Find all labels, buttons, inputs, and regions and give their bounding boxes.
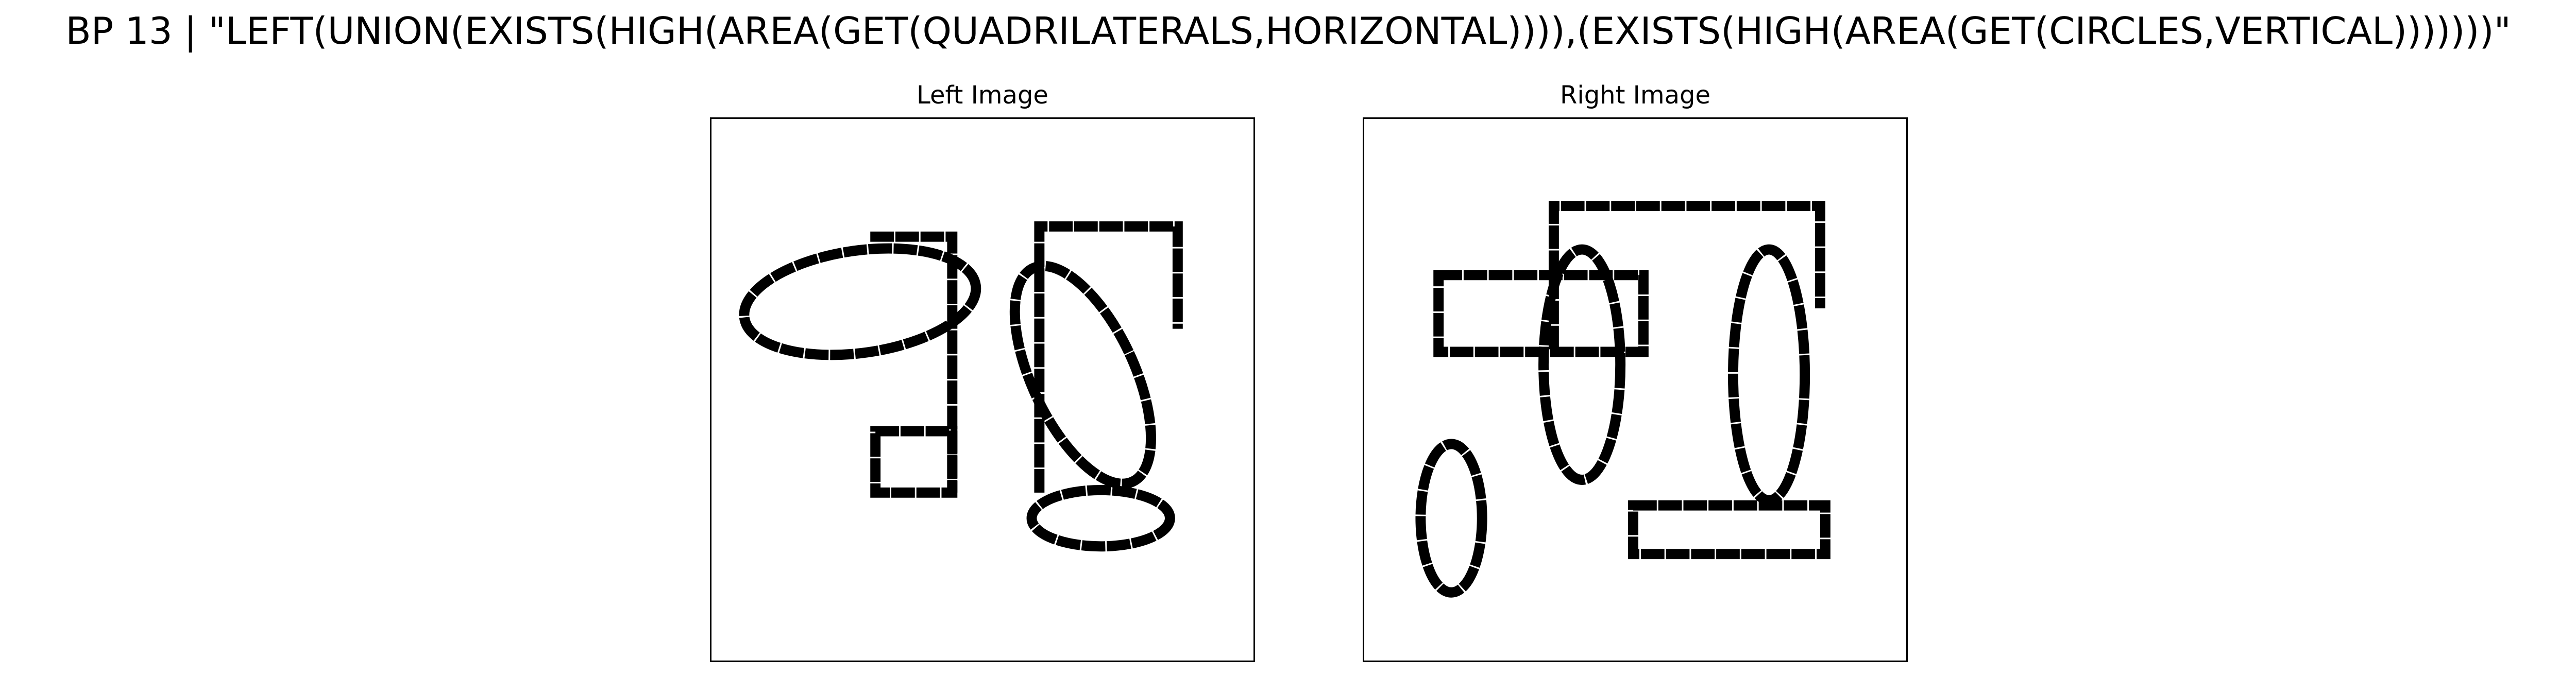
right-small-vertical-ellipse — [1415, 439, 1487, 598]
right-bottom-rectangle — [1628, 500, 1831, 560]
right-tall-vertical-ellipse — [1727, 244, 1810, 506]
left-image-panel — [710, 117, 1255, 662]
right-image-panel — [1363, 117, 1908, 662]
left-small-quadrilateral — [870, 426, 958, 498]
left-panel-title: Left Image — [917, 81, 1048, 110]
left-tilted-ellipse — [1009, 261, 1156, 489]
right-panel-title: Right Image — [1560, 81, 1710, 110]
left-bottom-ellipse — [1026, 484, 1175, 552]
right-center-vertical-ellipse — [1538, 244, 1626, 485]
figure-title: BP 13 | "LEFT(UNION(EXISTS(HIGH(AREA(GET… — [65, 9, 2511, 53]
left-horizontal-ellipse — [739, 243, 981, 360]
left-bracket-shape — [1034, 221, 1183, 493]
left-image-drawing — [739, 221, 1183, 552]
right-image-drawing — [1415, 201, 1831, 598]
left-tall-rectangle — [870, 231, 958, 493]
